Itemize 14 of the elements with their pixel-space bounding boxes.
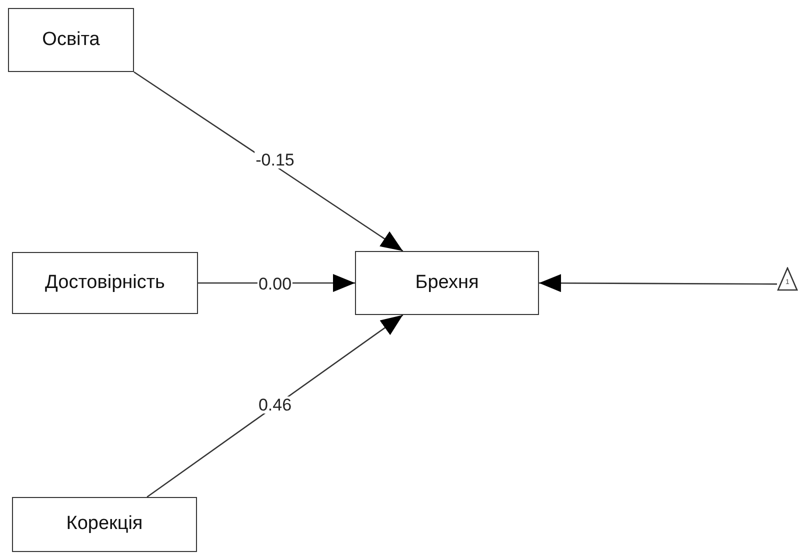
arrow [146, 314, 404, 498]
edge-label: -0.15 [254, 152, 296, 168]
variable-box [8, 8, 134, 72]
node-label: Брехня [415, 270, 479, 295]
variable-box [12, 497, 197, 552]
edge-label: 0.46 [257, 396, 293, 414]
variable-box [355, 251, 539, 315]
node-label: Освіта [42, 28, 100, 52]
arrow [539, 274, 777, 292]
variable-box [12, 252, 198, 314]
edge-label: 0.00 [257, 276, 293, 292]
node-label: Достовірність [45, 270, 165, 295]
arrow [134, 71, 404, 252]
node-label: Корекція [66, 512, 143, 536]
